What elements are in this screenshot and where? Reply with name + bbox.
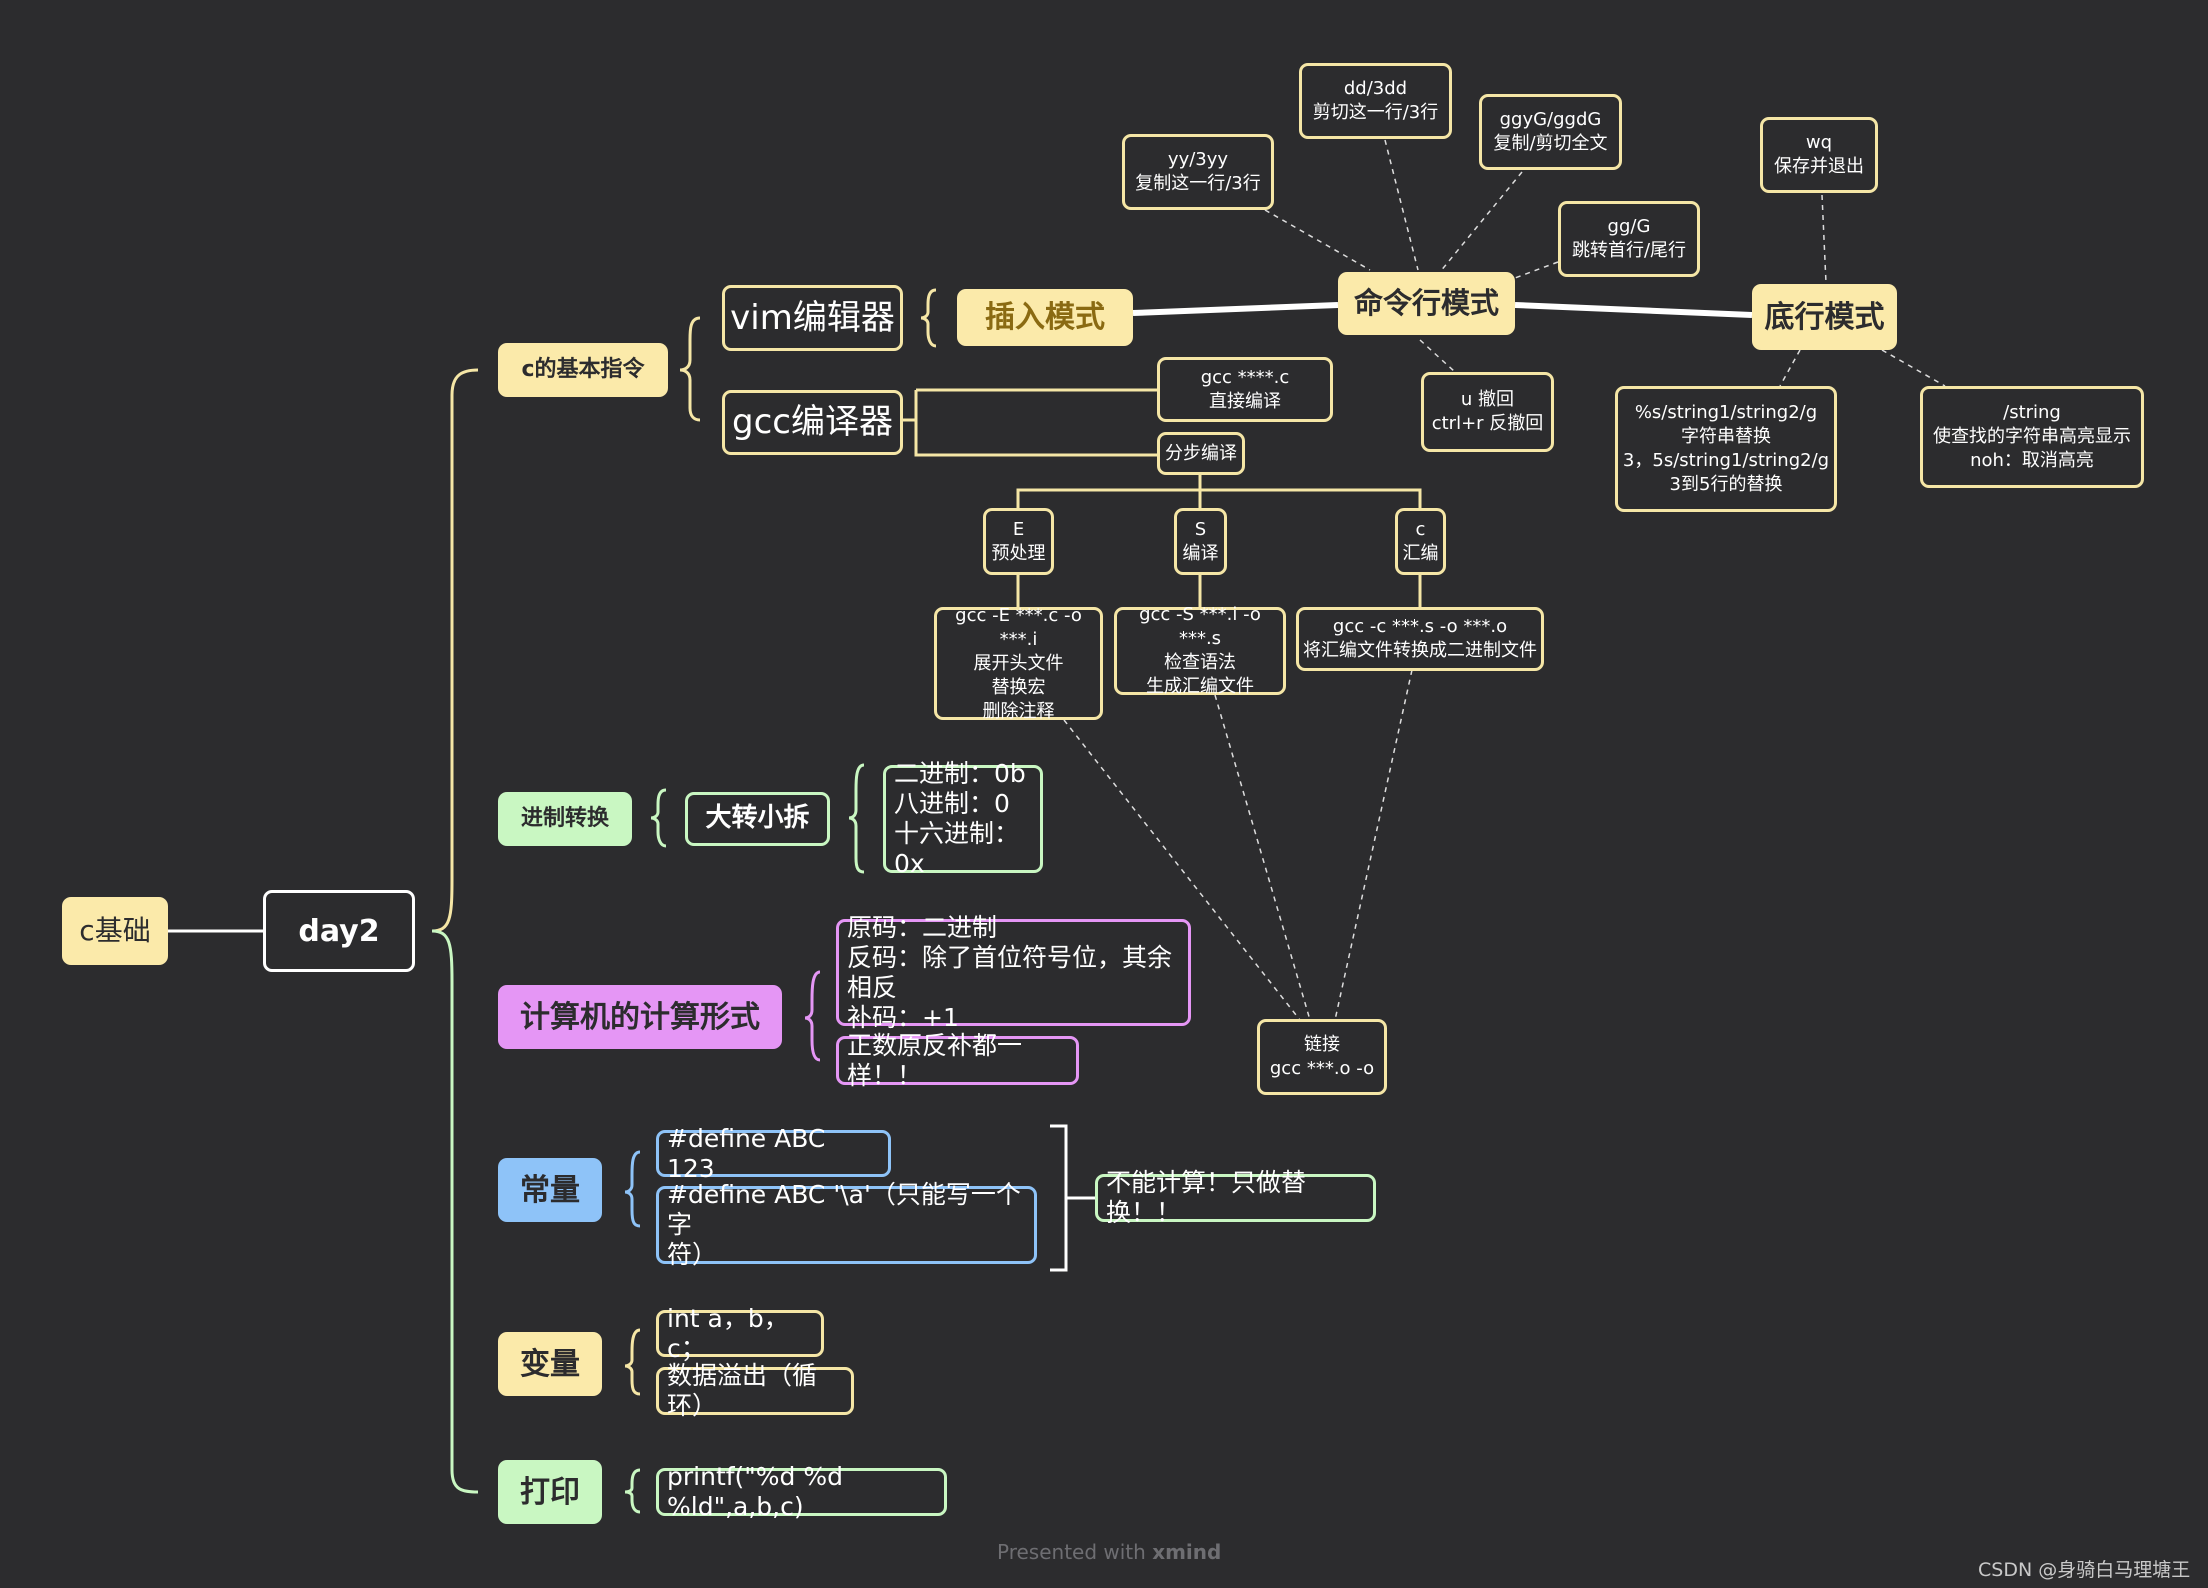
printf-note[interactable]: printf("%d %d %ld",a,b,c) bbox=[656, 1462, 947, 1521]
big-to-small-node[interactable]: 大转小拆 bbox=[685, 792, 830, 846]
save-quit-note[interactable]: wq 保存并退出 bbox=[1760, 117, 1878, 193]
positive-codes-note[interactable]: 正数原反补都一样！！ bbox=[836, 1031, 1079, 1090]
presented-with-text: Presented with xmind bbox=[997, 1540, 1221, 1564]
compile-stage-node[interactable]: S 编译 bbox=[1174, 508, 1227, 575]
command-mode-node[interactable]: 命令行模式 bbox=[1338, 272, 1515, 335]
bottom-line-mode-node[interactable]: 底行模式 bbox=[1752, 284, 1897, 350]
overflow-note[interactable]: 数据溢出（循环） bbox=[656, 1361, 854, 1420]
no-compute-note[interactable]: 不能计算！只做替换！！ bbox=[1095, 1168, 1376, 1227]
topic-print[interactable]: 打印 bbox=[498, 1460, 602, 1524]
compile-detail-note[interactable]: gcc -S ***.i -o ***.s 检查语法 生成汇编文件 bbox=[1114, 604, 1286, 697]
radix-prefixes-note[interactable]: 二进制：0b 八进制：0 十六进制：0x bbox=[883, 759, 1043, 878]
define-char-note[interactable]: #define ABC '\a'（只能写一个字 符） bbox=[656, 1180, 1037, 1269]
preprocess-stage-node[interactable]: E 预处理 bbox=[983, 508, 1054, 575]
step-compile-node[interactable]: 分步编译 bbox=[1157, 432, 1245, 475]
root-node[interactable]: c基础 bbox=[62, 897, 168, 965]
topic-computation-form[interactable]: 计算机的计算形式 bbox=[498, 985, 782, 1049]
topic-radix-conversion[interactable]: 进制转换 bbox=[498, 792, 632, 846]
assemble-stage-node[interactable]: c 汇编 bbox=[1395, 508, 1446, 575]
insert-mode-node[interactable]: 插入模式 bbox=[957, 289, 1133, 346]
cut-line-note[interactable]: dd/3dd 剪切这一行/3行 bbox=[1299, 63, 1452, 139]
topic-basic-commands[interactable]: c的基本指令 bbox=[498, 343, 668, 397]
assemble-detail-note[interactable]: gcc -c ***.s -o ***.o 将汇编文件转换成二进制文件 bbox=[1296, 607, 1544, 671]
sign-codes-note[interactable]: 原码：二进制 反码：除了首位符号位，其余相反 补码：+1 bbox=[836, 913, 1191, 1032]
vim-editor-node[interactable]: vim编辑器 bbox=[722, 285, 903, 351]
direct-compile-note[interactable]: gcc ****.c 直接编译 bbox=[1157, 357, 1333, 422]
xmind-logo: xmind bbox=[1152, 1540, 1222, 1564]
jump-first-last-note[interactable]: gg/G 跳转首行/尾行 bbox=[1558, 201, 1700, 277]
search-highlight-note[interactable]: /string 使查找的字符串高亮显示 noh：取消高亮 bbox=[1920, 386, 2144, 488]
define-number-note[interactable]: #define ABC 123 bbox=[656, 1124, 891, 1183]
copy-line-note[interactable]: yy/3yy 复制这一行/3行 bbox=[1122, 134, 1274, 210]
day-node[interactable]: day2 bbox=[263, 890, 415, 972]
replace-string-note[interactable]: %s/string1/string2/g 字符串替换 3，5s/string1/… bbox=[1615, 386, 1837, 512]
topic-variable[interactable]: 变量 bbox=[498, 1332, 602, 1396]
presented-label: Presented with bbox=[997, 1540, 1146, 1564]
topic-constant[interactable]: 常量 bbox=[498, 1158, 602, 1222]
csdn-credit: CSDN @身骑白马理塘王 bbox=[1978, 1559, 2191, 1581]
link-note[interactable]: 链接 gcc ***.o -o bbox=[1257, 1019, 1387, 1095]
preprocess-detail-note[interactable]: gcc -E ***.c -o ***.i 展开头文件 替换宏 删除注释 bbox=[934, 605, 1103, 722]
undo-redo-note[interactable]: u 撤回 ctrl+r 反撤回 bbox=[1421, 372, 1554, 452]
int-declaration-note[interactable]: int a，b，c； bbox=[656, 1304, 824, 1363]
copy-cut-all-note[interactable]: ggyG/ggdG 复制/剪切全文 bbox=[1479, 94, 1622, 170]
gcc-compiler-node[interactable]: gcc编译器 bbox=[722, 390, 903, 455]
